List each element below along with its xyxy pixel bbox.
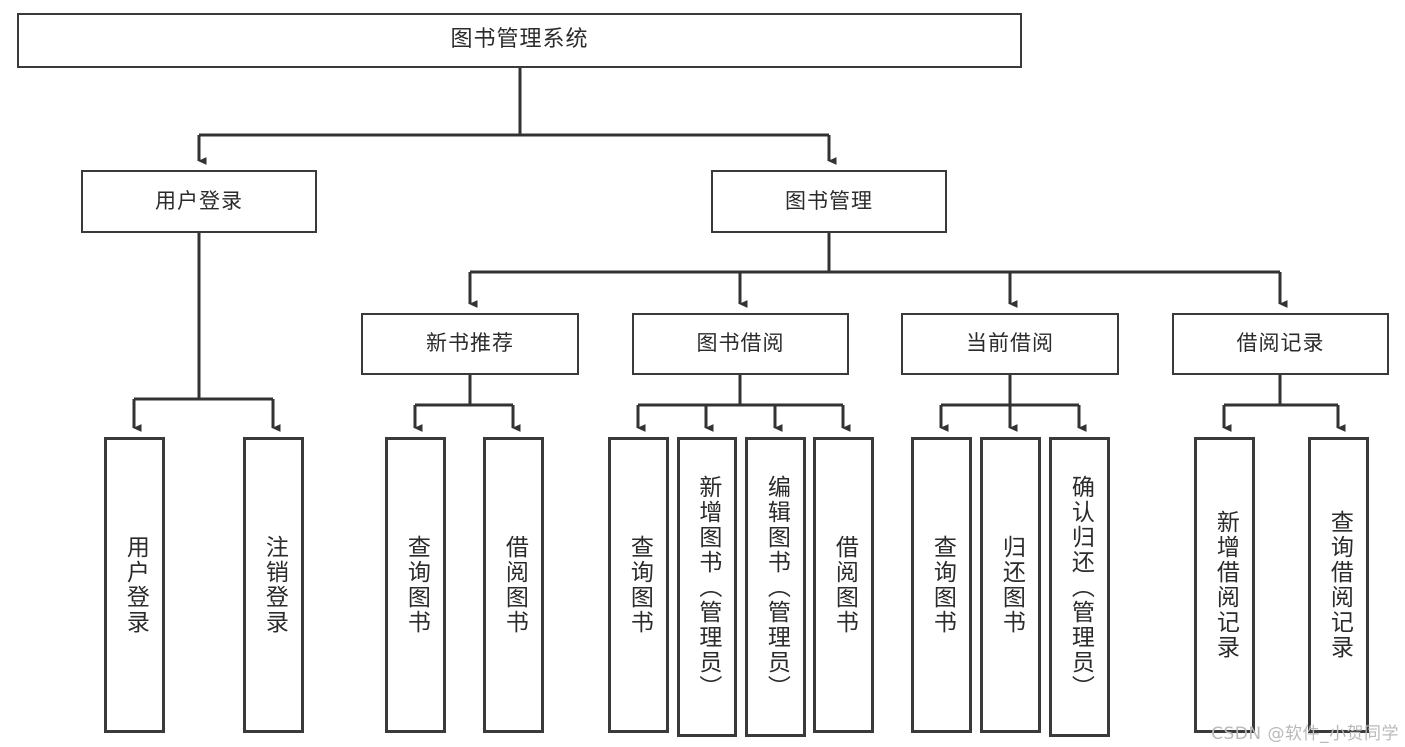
node-label: 图书管理系统 (450, 27, 589, 53)
node-leaf-return-book[interactable]: 归还图书 (980, 437, 1041, 733)
node-leaf-borrow-book-borrow[interactable]: 借阅图书 (813, 437, 874, 733)
node-leaf-query-book-recommend[interactable]: 查询图书 (385, 437, 446, 733)
node-label: 查询图书 (929, 535, 956, 635)
node-label: 用户登录 (122, 535, 149, 635)
csdn-watermark: CSDN @软件_小贺同学 (1211, 724, 1399, 744)
node-label: 查询借阅记录 (1326, 510, 1353, 660)
node-leaf-borrow-book-recommend[interactable]: 借阅图书 (483, 437, 544, 733)
node-current-borrow[interactable]: 当前借阅 (901, 313, 1119, 375)
node-leaf-add-book-admin[interactable]: 新增图书（管理员） (677, 437, 737, 737)
node-borrow-record[interactable]: 借阅记录 (1172, 313, 1389, 375)
node-leaf-query-book-borrow[interactable]: 查询图书 (608, 437, 669, 733)
node-leaf-add-borrow-record[interactable]: 新增借阅记录 (1194, 437, 1255, 733)
node-label: 注销登录 (261, 535, 288, 635)
node-label: 归还图书 (998, 535, 1025, 635)
node-label: 用户登录 (155, 188, 243, 213)
node-book-borrow[interactable]: 图书借阅 (632, 313, 849, 375)
node-label: 查询图书 (403, 535, 430, 635)
node-label: 借阅记录 (1236, 331, 1325, 356)
node-root-book-management-system[interactable]: 图书管理系统 (17, 13, 1022, 68)
node-label: 确认归还（管理员） (1067, 474, 1094, 700)
node-label: 新增图书（管理员） (694, 474, 721, 700)
node-leaf-edit-book-admin[interactable]: 编辑图书（管理员） (745, 437, 806, 737)
node-leaf-confirm-return-admin[interactable]: 确认归还（管理员） (1049, 437, 1110, 737)
node-label: 新书推荐 (426, 331, 514, 356)
node-label: 图书借阅 (696, 331, 785, 356)
node-label: 编辑图书（管理员） (763, 474, 790, 700)
node-new-book-recommend[interactable]: 新书推荐 (361, 313, 579, 375)
node-label: 当前借阅 (966, 331, 1054, 356)
node-label: 新增借阅记录 (1212, 510, 1239, 660)
node-leaf-logout-login[interactable]: 注销登录 (243, 437, 304, 733)
node-leaf-user-login[interactable]: 用户登录 (104, 437, 165, 733)
node-label: 借阅图书 (501, 535, 528, 635)
node-user-login[interactable]: 用户登录 (81, 170, 317, 233)
node-label: 借阅图书 (831, 535, 858, 635)
node-leaf-query-borrow-record[interactable]: 查询借阅记录 (1308, 437, 1369, 733)
node-leaf-query-book-current[interactable]: 查询图书 (911, 437, 972, 733)
node-book-manage[interactable]: 图书管理 (711, 170, 947, 233)
node-label: 查询图书 (626, 535, 653, 635)
node-label: 图书管理 (785, 188, 873, 213)
